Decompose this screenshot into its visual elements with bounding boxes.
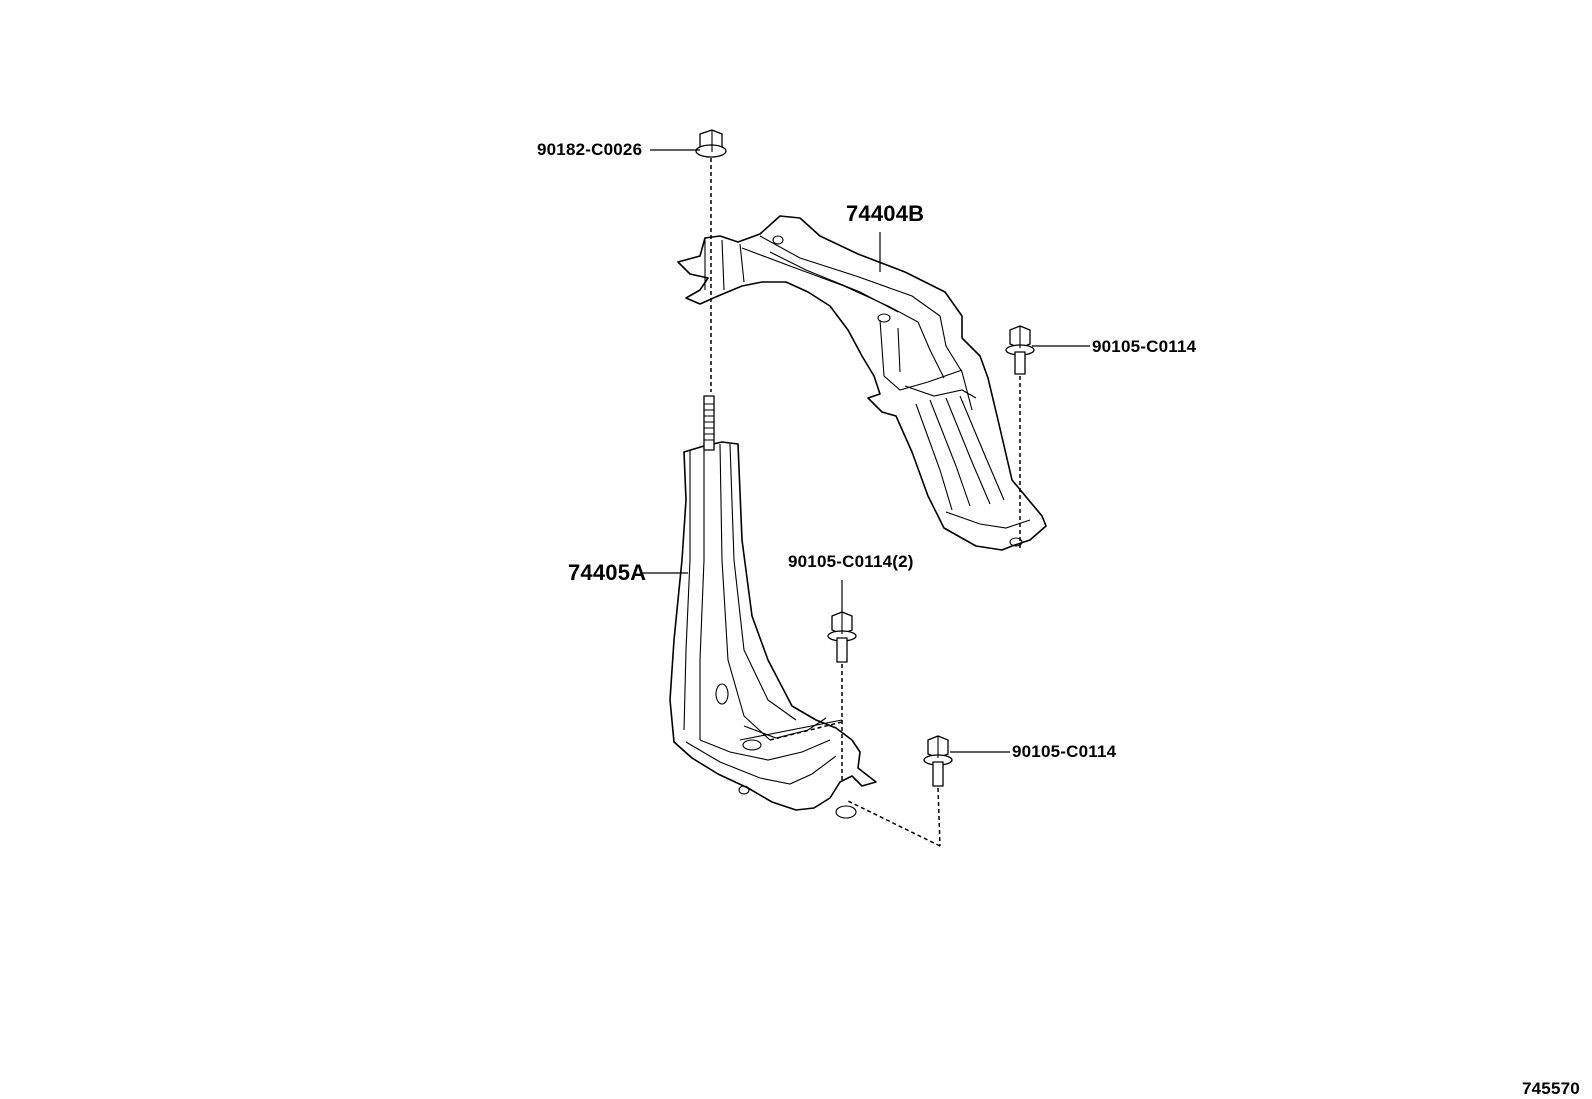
bracket-74405a	[669, 441, 877, 819]
installation-lines	[710, 158, 1021, 847]
stud	[703, 395, 715, 451]
callout-bolt-middle: 90105-C0114(2)	[788, 552, 914, 571]
callout-bolt-right: 90105-C0114	[1092, 337, 1197, 356]
callout-bolt-bottom: 90105-C0114	[1012, 742, 1117, 761]
diagram-id: 745570	[1522, 1079, 1580, 1098]
leader-lines	[643, 149, 1090, 753]
callout-nut-90182-c0026: 90182-C0026	[537, 140, 643, 159]
nut-90182-c0026	[695, 129, 727, 158]
bracket-74404b	[677, 215, 1047, 551]
bolt-90105-c0114-right	[1005, 325, 1035, 375]
bolt-90105-c0114-middle	[827, 611, 857, 663]
callout-bracket-74405a: 74405A	[568, 560, 647, 585]
bolt-90105-c0114-bottom	[923, 735, 953, 787]
callout-bracket-74404b: 74404B	[846, 201, 925, 226]
